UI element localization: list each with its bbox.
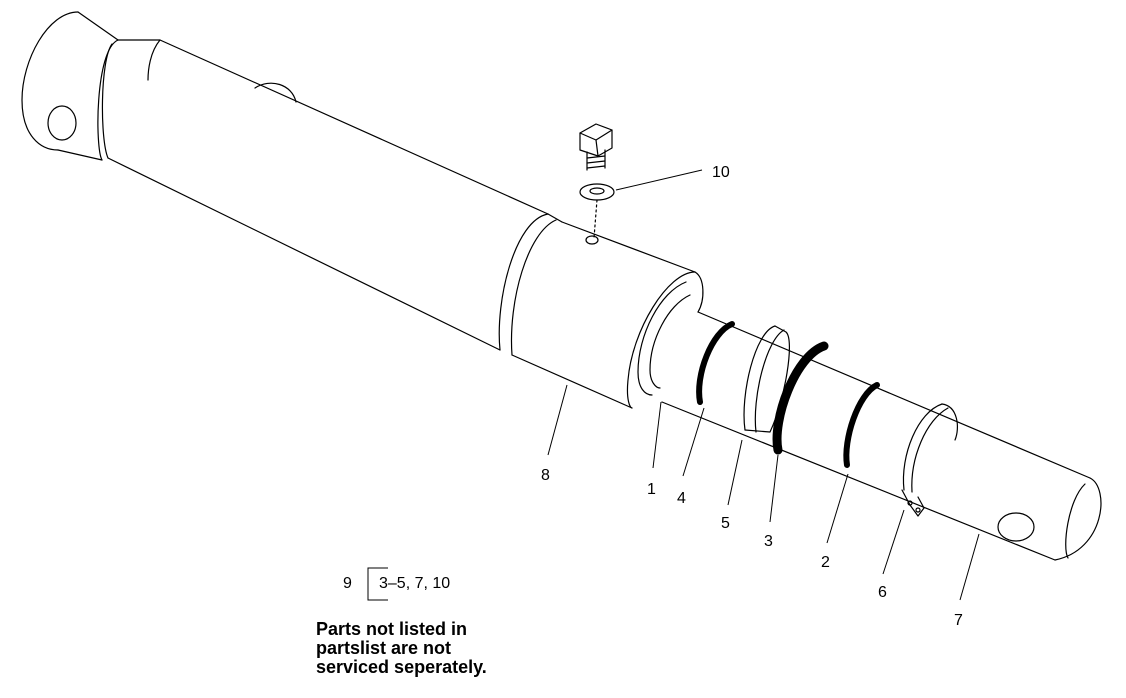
callout-5: 5 [721, 515, 730, 532]
seal-3 [772, 341, 829, 455]
gland [743, 325, 791, 433]
bolt-and-washer [579, 123, 615, 239]
snap-ring [901, 403, 958, 517]
callout-8: 8 [541, 467, 550, 484]
service-note-line-1: Parts not listed in [316, 619, 468, 639]
cylinder-barrel [21, 11, 704, 409]
callout-7: 7 [954, 612, 963, 629]
leader-lines [367, 169, 980, 601]
seals [696, 321, 880, 468]
callout-1: 1 [647, 481, 656, 498]
service-note-line-2: partslist are not [316, 638, 452, 658]
callout-2: 2 [821, 554, 830, 571]
service-note-line-3: serviced seperately. [316, 657, 487, 677]
o-ring-4 [696, 321, 735, 405]
callouts: 10 8 1 4 5 3 2 6 7 9 3–5, 7, 10 [343, 164, 963, 629]
callout-3: 3 [764, 533, 773, 550]
o-ring-2 [843, 382, 880, 468]
kit-number: 9 [343, 575, 352, 592]
callout-4: 4 [677, 490, 686, 507]
service-note: Parts not listed in partslist are not se… [316, 620, 576, 677]
callout-6: 6 [878, 584, 887, 601]
callout-10: 10 [712, 164, 730, 181]
piston-rod [661, 311, 1102, 561]
kit-contents: 3–5, 7, 10 [379, 575, 450, 592]
